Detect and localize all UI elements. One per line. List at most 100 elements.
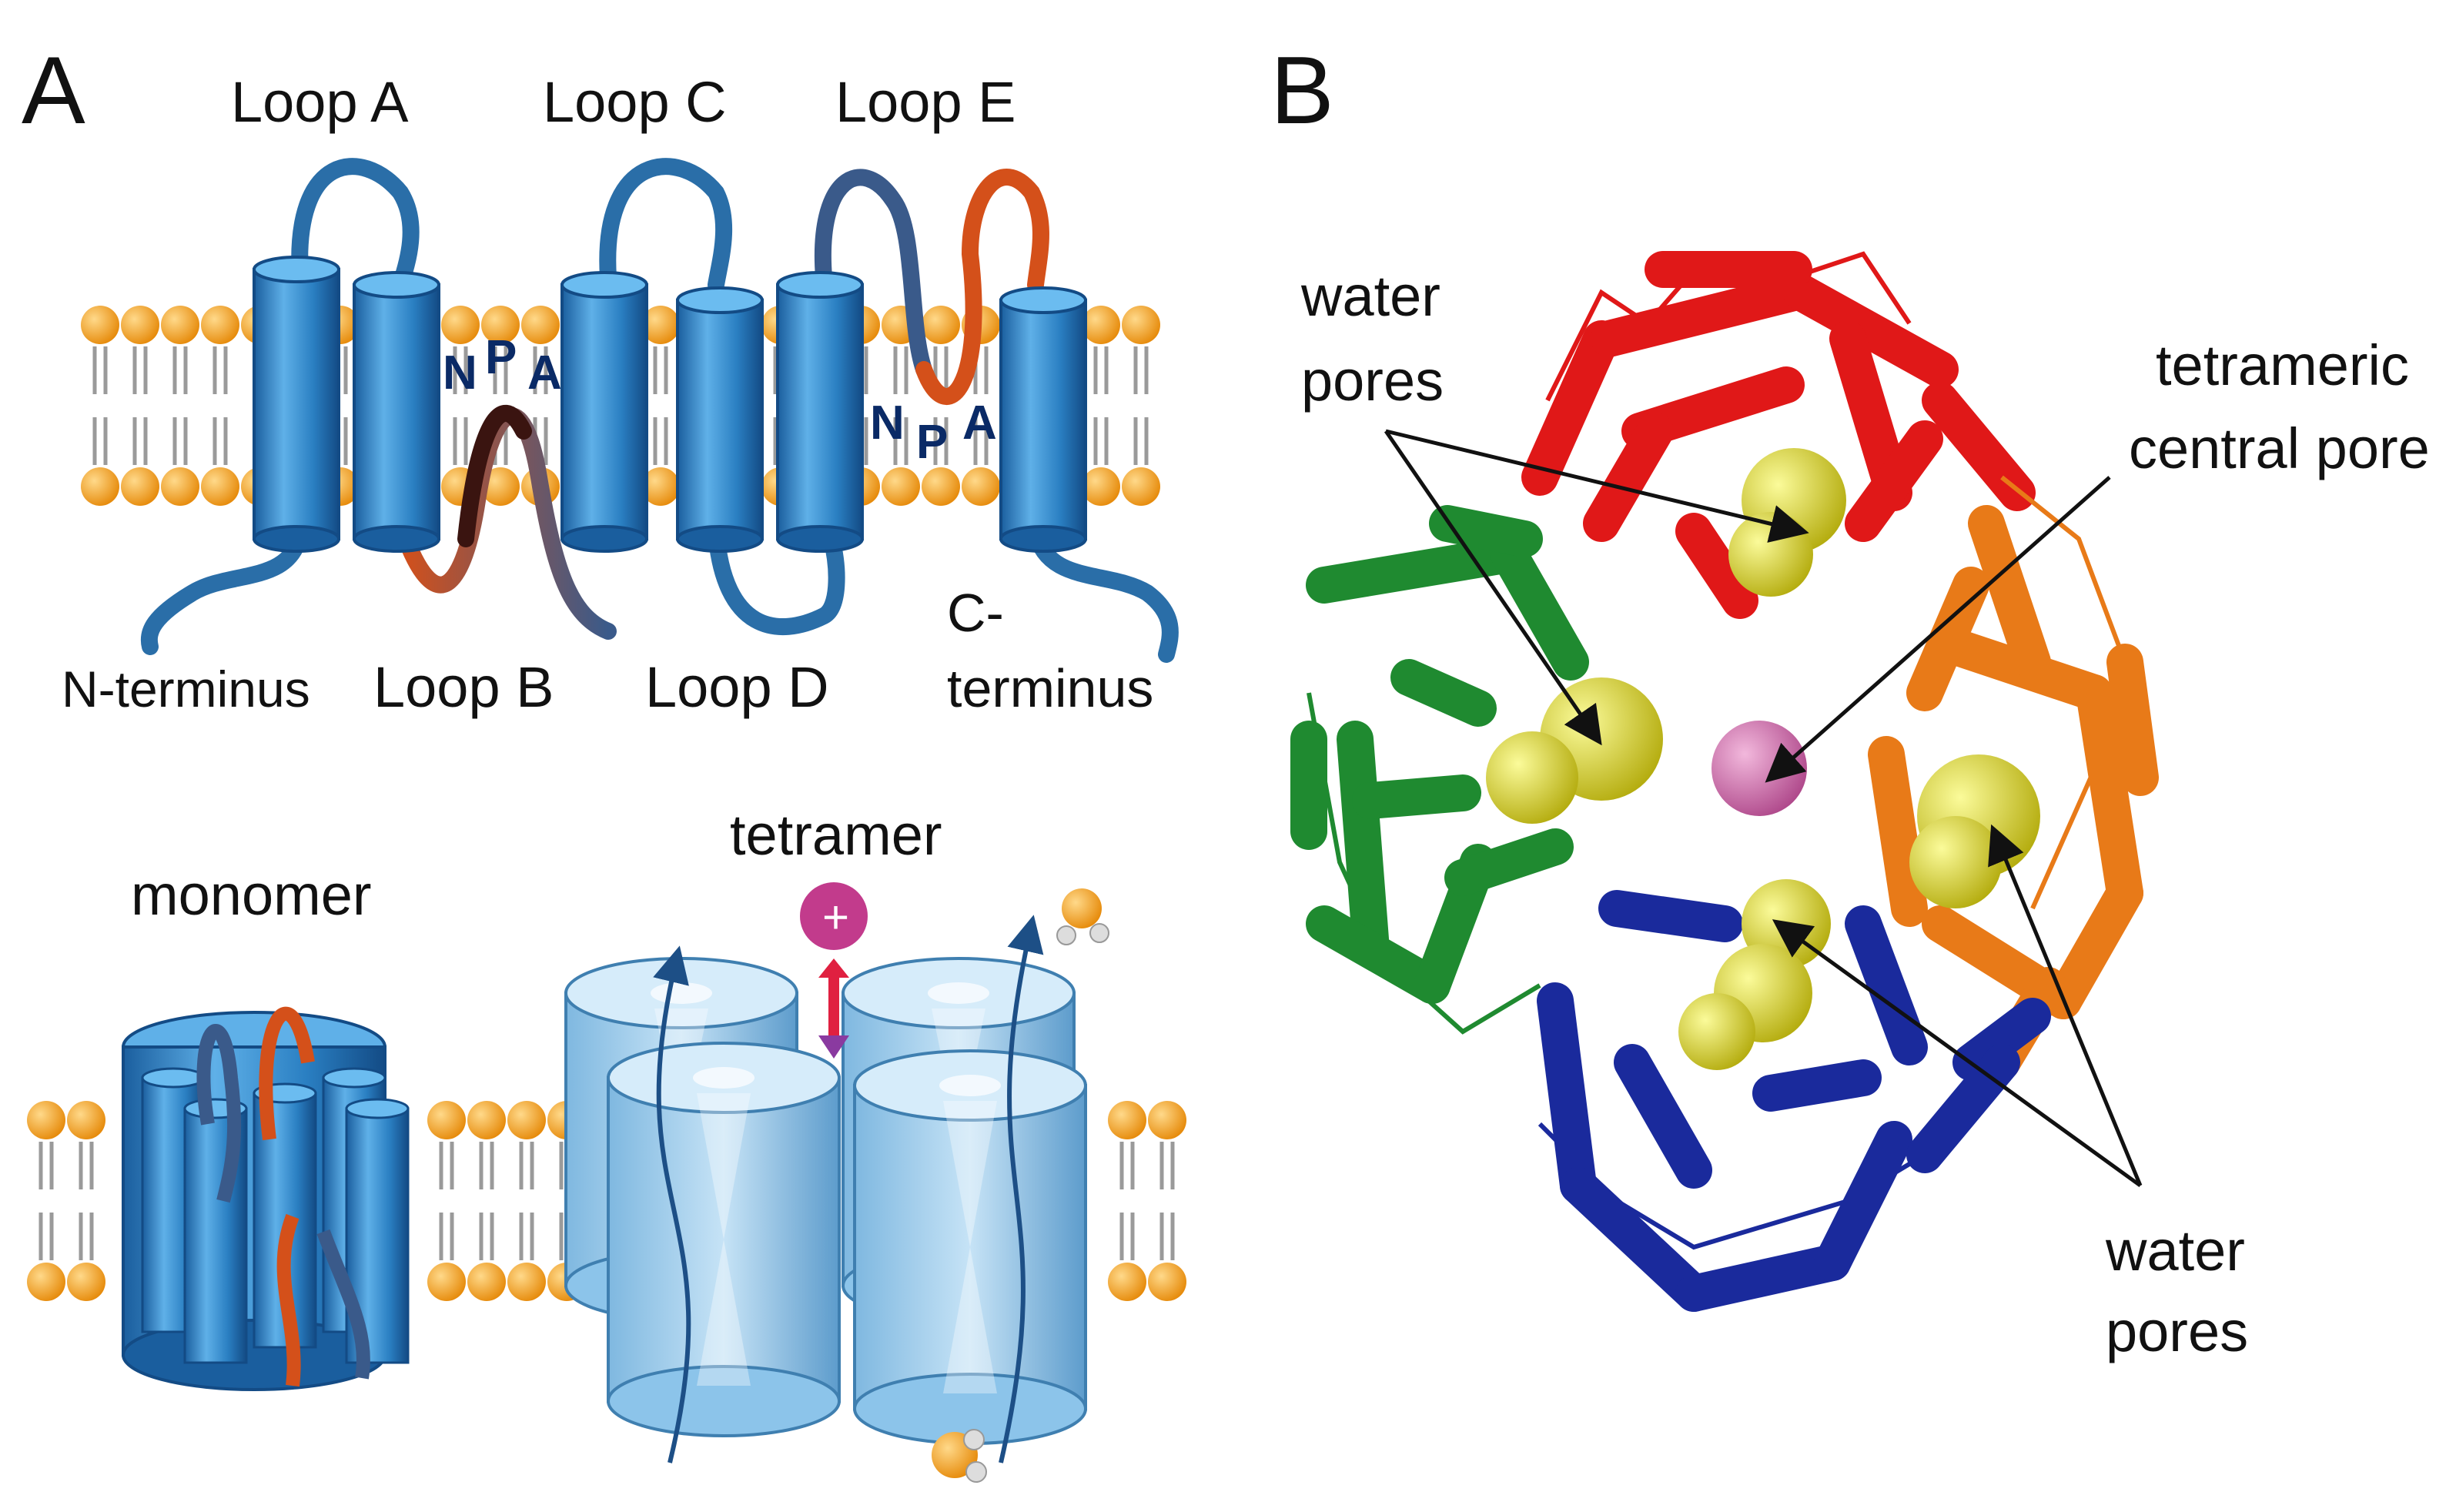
cation: + [800,882,868,1059]
lipid-head [427,1263,466,1301]
n-term [140,523,309,655]
annotation-arrows [1384,429,2143,1188]
lipid-head [467,1101,506,1139]
helix-1 [253,256,340,553]
label-c-terminus-2: terminus [947,658,1153,718]
lipid-head [67,1101,105,1139]
lipid-head [161,306,199,344]
helix-4 [676,286,764,553]
helix-blue [1952,998,2051,1081]
water-pore-orange [1909,754,2040,908]
lipid-head [441,306,480,344]
label-loop-e: Loop E [835,70,1016,134]
water-flux-arrow [999,915,1044,1463]
water-pore-green [1486,677,1663,824]
cation-plus: + [822,891,849,943]
lipid-head [507,1263,546,1301]
label-central-pore-1: tetrameric [2156,333,2409,397]
lipid-head [1148,1263,1186,1301]
helix-blue [1814,1121,1912,1281]
lipid-head [1122,467,1160,506]
label-tetramer: tetramer [730,803,942,867]
helix-orange [2076,674,2143,912]
lipid-head [882,467,920,506]
lipid-head [641,467,680,506]
label-loop-a: Loop A [231,70,409,134]
helix-red [1675,513,1758,619]
lipid-head [67,1263,105,1301]
helix-blue [1614,1044,1712,1189]
lipid-head [641,306,680,344]
lipid-head [507,1101,546,1139]
label-loop-b: Loop B [373,655,554,719]
helix-green [1444,828,1574,896]
panel-a-assembly: + monomer tetramer [27,803,1186,1483]
lipid-head [81,306,119,344]
helix-green [1491,536,1589,681]
tetramer-subunit-front-right [853,1049,1087,1445]
helix-green [1429,505,1543,557]
aquaporin-tetramer-structure [1290,251,2159,1312]
lipid-head [201,467,239,506]
lipid-head [427,1101,466,1139]
helix-red [1591,274,1812,357]
label-n-terminus: N-terminus [62,661,310,718]
helix-green [1337,721,1389,958]
lipid-head [1148,1101,1186,1139]
helix-orange [2045,875,2143,1019]
npa-e-p: P [916,416,948,469]
lipid-head [922,467,960,506]
helix-blue [1752,1059,1882,1112]
npa-motif-e: N P A [870,396,997,469]
helix-blue [1598,890,1743,942]
water-pore-red [1728,448,1846,597]
lipid-head [962,467,1000,506]
lipid-head [922,306,960,344]
water-flux-arrow [653,945,691,1463]
loop-b-dark [457,405,532,547]
lipid-head [27,1101,65,1139]
label-c-terminus-1: C- [947,583,1004,643]
helix-green [1352,774,1481,819]
npa-b-a: A [527,346,562,400]
loop-d [708,523,845,636]
lipid-head [1122,306,1160,344]
water-molecule-top [1056,888,1109,945]
helix-red [1845,420,1943,542]
helix-orange [1968,505,2051,681]
helix-orange [2106,644,2159,796]
npa-b-p: P [485,331,517,384]
helix-blue [1537,982,1597,1204]
npa-motif-b: N P A [443,331,562,400]
tetramer-subunit-front-left [607,1042,841,1437]
helix-red [1783,274,1959,388]
water-molecule-bottom [932,1429,987,1483]
label-loop-c: Loop C [543,70,727,134]
label-water-pores-bottom-2: pores [2106,1300,2248,1363]
c-term [1027,523,1179,663]
panel-b-structure: B water pores te [1270,38,2430,1363]
helix-2 [353,271,440,553]
helix-orange [1868,736,1928,927]
label-monomer: monomer [131,863,372,927]
lipid-head [481,306,520,344]
lipid-head [1082,467,1120,506]
lipid-head [121,306,159,344]
npa-b-n: N [443,346,477,400]
label-water-pores-top-1: water [1300,264,1440,328]
lipid-head [1108,1101,1146,1139]
loop-e-right [915,169,1049,405]
tetramer-assembly [564,915,1087,1463]
helix-6 [999,286,1087,553]
helix-green [1390,659,1497,727]
loop-c [599,158,733,293]
lipid-head [201,306,239,344]
loop-e-left [814,169,932,378]
label-loop-d: Loop D [645,655,829,719]
helix-blue [1675,1244,1851,1312]
lipid-head [27,1263,65,1301]
lipid-head [121,467,159,506]
helix-3 [560,271,648,553]
loop-a [291,158,420,293]
